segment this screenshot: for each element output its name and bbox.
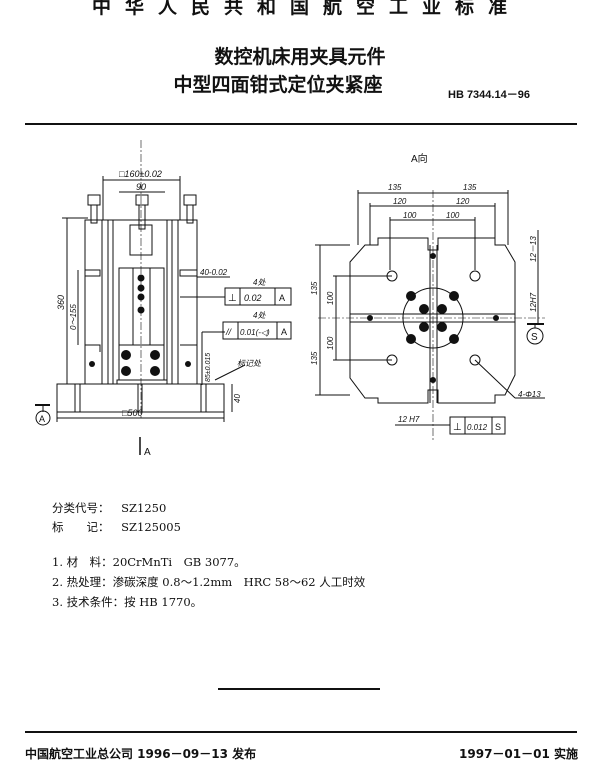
dim-slot: 12－13 [529,236,538,262]
dim-v100-bottom: 100 [326,336,335,350]
datum-a-symbol [35,410,51,426]
dim-base-height: 40 [233,394,242,403]
fcf2-symbol: // [225,327,233,337]
dim-40: 40-0.02 [200,268,228,277]
dim-width: □160±0.02 [119,169,162,179]
screw-heads [89,274,191,376]
fcf-datum: S [495,422,501,432]
dim-100-right: 100 [446,211,460,220]
fcf-symbol: ⊥ [453,422,462,433]
view-a-title: A向 [411,152,428,165]
footer-rule [25,731,577,733]
front-view-drawing: □160±0.02 90 360 0～155 40-0.02 4处 ⊥ 0.02… [35,140,545,458]
dim-120-left: 120 [393,197,407,206]
fcf1-note: 4处 [253,278,266,287]
dim-12h7-bottom: 12 H7 [398,415,420,424]
note-3: 3. 技术条件：按 HB 1770。 [52,595,203,609]
mark-row: 标 记： SZ125005 [52,519,181,535]
dim-135-left: 135 [388,183,402,192]
dim-120-right: 120 [456,197,470,206]
top-bolts [87,194,197,230]
view-arrow-label: A [144,447,151,458]
dim-v135-bottom: 135 [310,351,319,365]
fcf-tolerance: 0.012 [467,423,488,432]
dim-v100-top: 100 [326,291,335,305]
dim-100-left: 100 [403,211,417,220]
document-title-line1: 数控机床用夹具元件 [214,46,386,68]
view-a-drawing: A向 135 135 120 120 100 100 135 135 100 1… [310,152,545,440]
issued-date: 中国航空工业总公司 1996－09－13 发布 [25,747,257,761]
dim-v135-top: 135 [310,281,319,295]
standard-code: HB 7344.14－96 [448,89,530,101]
mark-label: 标 记： [52,520,110,534]
class-code-value: SZ1250 [121,501,167,515]
datum-a-label: A [39,414,45,424]
end-rule [218,688,380,690]
datum-s-label: S [531,332,538,343]
dim-range: 0～155 [69,304,78,330]
fcf1-symbol: ⊥ [228,293,237,304]
fcf1-datum: A [279,293,285,303]
dim-base: □500 [122,408,142,418]
dim-85: 85±0.015 [205,353,212,382]
note-1: 1. 材 料：20CrMnTi GB 3077。 [52,555,246,569]
fcf2-note: 4处 [253,311,266,320]
plate-outline [349,237,516,404]
mark-value: SZ125005 [121,520,181,534]
fcf1-tolerance: 0.02 [244,293,262,303]
document-title-line2: 中型四面钳式定位夹紧座 [173,74,383,96]
dim-12h7-right: 12H7 [529,292,538,312]
mark-label: 标记处 [237,359,262,368]
fcf2-datum: A [281,327,287,337]
dim-135-right: 135 [463,183,477,192]
organization-header: 中华人民共和国航空工业标准 [92,0,522,18]
datum-s-symbol [526,327,544,345]
holes-label: 4-Φ13 [518,390,541,399]
header-rule [25,123,577,125]
class-code-row: 分类代号： SZ1250 [52,500,166,516]
dim-height: 360 [56,295,66,310]
dim-90: 90 [136,182,146,192]
note-2: 2. 热处理：渗碳深度 0.8～1.2mm HRC 58～62 人工时效 [52,575,366,589]
effective-date: 1997－01－01 实施 [459,747,578,761]
class-code-label: 分类代号： [52,501,110,515]
fcf2-tolerance: 0.01(-◁) [240,328,270,337]
